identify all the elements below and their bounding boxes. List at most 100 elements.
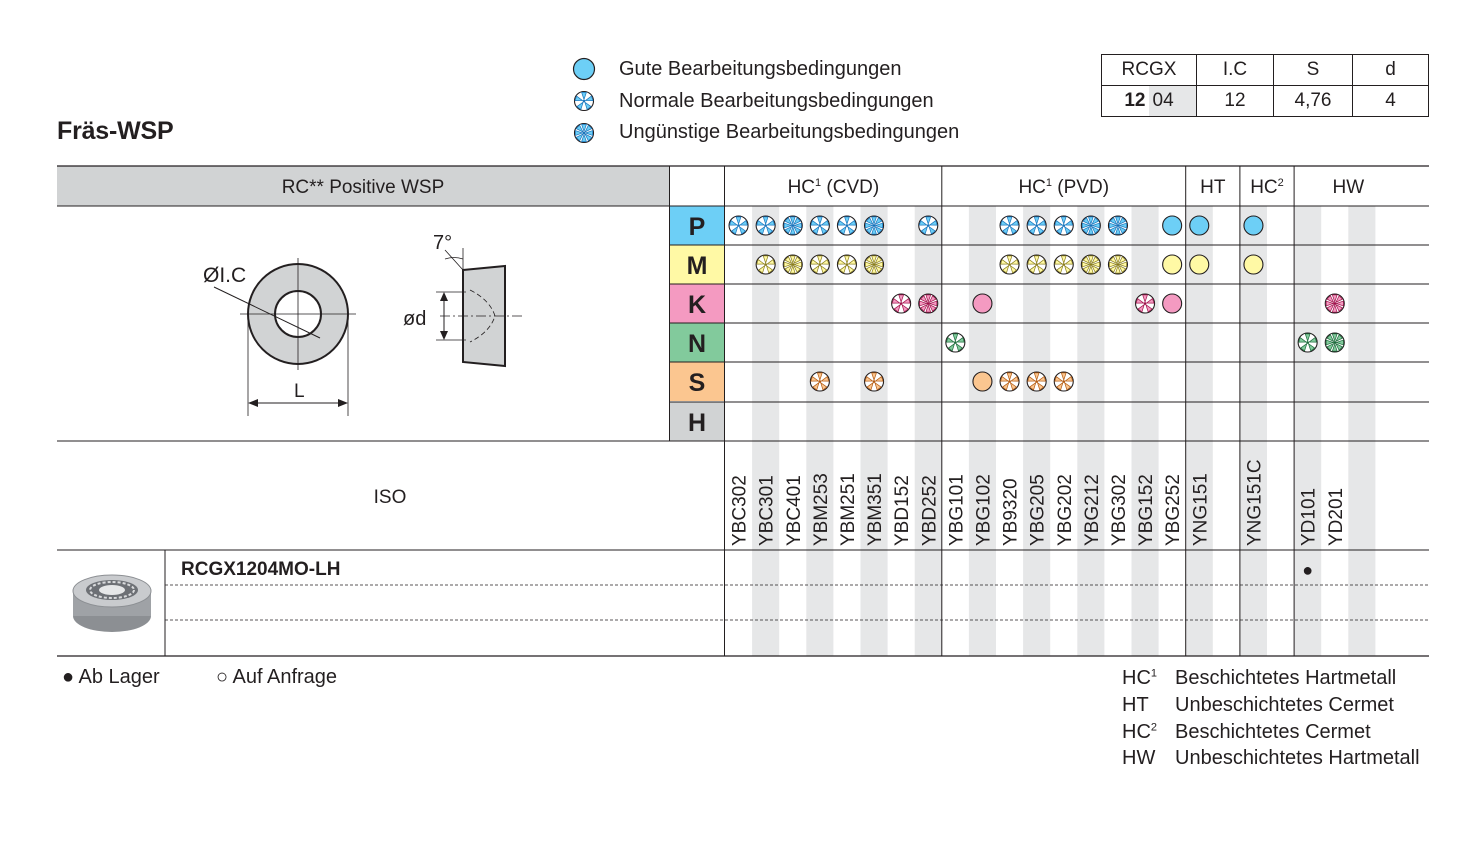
spec-value-d: 4 (1352, 85, 1429, 117)
suitability-icon (809, 254, 830, 275)
l-dimension-label: L (294, 381, 305, 402)
column-stripe (1294, 206, 1322, 656)
suitability-icon (809, 215, 830, 236)
grade-group-headers: HC1 (CVD) HC1 (PVD) HT HC2 HW (788, 177, 1365, 198)
grade-group-header: HC1 (PVD) (1018, 177, 1109, 198)
page-title: Fräs-WSP (57, 117, 174, 145)
suitability-icon (755, 254, 776, 275)
insert-spec-table: RCGX I.C S d 12 04 12 4,76 4 (1101, 54, 1429, 117)
spec-value-ic: 12 (1196, 85, 1274, 117)
product-name: RCGX1204MO-LH (181, 559, 340, 580)
suitability-icon (891, 293, 912, 314)
suitability-icon (782, 215, 803, 236)
material-letter-s: S (689, 369, 706, 397)
suitability-icon (1162, 293, 1183, 314)
spec-header-d: d (1352, 54, 1429, 86)
grade-group-header: HC2 (1250, 177, 1284, 198)
grid-lines (57, 165, 1429, 657)
material-cell-s (670, 362, 724, 401)
column-stripe (1348, 206, 1376, 656)
grade-label: YBM351 (865, 473, 886, 546)
grade-group-header: HW (1332, 177, 1364, 198)
suitability-icon (1162, 254, 1183, 275)
spec-value-s: 4,76 (1273, 85, 1353, 117)
suitability-icon (728, 215, 749, 236)
grade-label: YD201 (1326, 488, 1347, 546)
grade-label: YBC302 (730, 475, 751, 546)
material-letter-h: H (688, 409, 706, 437)
grade-label: YBG202 (1055, 474, 1076, 546)
suitability-symbols (728, 215, 1345, 392)
spec-header-ic: I.C (1196, 54, 1274, 86)
suitability-icon (918, 215, 939, 236)
grade-group-header: HT (1200, 177, 1226, 198)
spec-code-ic: 12 (1124, 90, 1146, 111)
material-letter-p: P (689, 213, 706, 241)
suitability-icon (999, 371, 1020, 392)
material-letter-m: M (687, 252, 708, 280)
abbr-row-ht: HT (1122, 694, 1149, 716)
material-cell-m (670, 245, 724, 284)
column-stripe (752, 206, 780, 656)
grade-label: YBD152 (892, 475, 913, 546)
suitability-icon (1135, 293, 1156, 314)
legend-normal-icon (573, 90, 595, 112)
iso-label: ISO (374, 487, 407, 508)
suitability-icon (836, 254, 858, 275)
suitability-icon (1053, 215, 1074, 236)
suitability-icon (809, 371, 830, 392)
legend-poor-label: Ungünstige Bearbeitungsbedingungen (619, 121, 960, 143)
material-cell-h (670, 402, 724, 441)
spec-code-cell: 12 04 (1101, 85, 1197, 117)
column-stripe (1077, 206, 1105, 656)
abbr-text-hw: Unbeschichtetes Hartmetall (1175, 747, 1420, 769)
angle-label: 7° (433, 232, 452, 254)
abbr-text-hc1: Beschichtetes Hartmetall (1175, 667, 1397, 689)
legend-normal-symbol (573, 90, 595, 112)
suitability-icon (1080, 215, 1101, 236)
material-cell-n (670, 323, 724, 362)
grade-label: YBM253 (811, 473, 832, 546)
d-dimension-label: ød (403, 308, 426, 330)
material-cell-k (670, 284, 724, 323)
in-stock-note: ● Ab Lager (62, 666, 160, 688)
column-stripe (860, 206, 888, 656)
column-stripe (1239, 206, 1267, 656)
suitability-icon (1107, 215, 1128, 236)
insert-side-view: ød 7° (403, 232, 522, 368)
column-stripe (1185, 206, 1213, 656)
product-rows: RCGX1204MO-LH● (181, 559, 1313, 580)
grade-label: YBG205 (1028, 474, 1049, 546)
suitability-icon (836, 215, 858, 236)
spec-code-s: 04 (1148, 86, 1196, 116)
column-stripe (1131, 206, 1159, 656)
material-letter-k: K (688, 291, 706, 319)
suitability-icon (1107, 254, 1128, 275)
suitability-icon (1080, 254, 1101, 275)
grade-label: YBC301 (757, 475, 778, 546)
insert-top-view: ØI.C L (203, 258, 356, 416)
suitability-icon (1243, 254, 1264, 275)
grade-label: YBG212 (1082, 474, 1103, 546)
suitability-icon (1189, 215, 1210, 236)
column-stripe (914, 206, 942, 656)
legend-good-label: Gute Bearbeitungsbedingungen (619, 58, 902, 80)
abbr-row-hc1: HC1 (1122, 667, 1158, 689)
suitability-icon (1324, 332, 1345, 353)
type-header-bg (57, 166, 669, 206)
grade-group-header: HC1 (CVD) (788, 177, 880, 198)
grade-label: YNG151 (1190, 473, 1211, 546)
suitability-icon (918, 293, 939, 314)
grade-label: YBC401 (784, 475, 805, 546)
abbr-row-hw: HW (1122, 747, 1156, 769)
ic-dimension-label: ØI.C (203, 264, 246, 287)
grade-label: YD101 (1299, 488, 1320, 546)
grade-label: YBG252 (1163, 474, 1184, 546)
grade-label: YBD252 (919, 475, 940, 546)
column-stripes (752, 206, 1376, 656)
column-stripe (968, 206, 996, 656)
grade-label: YB9320 (1001, 478, 1022, 546)
